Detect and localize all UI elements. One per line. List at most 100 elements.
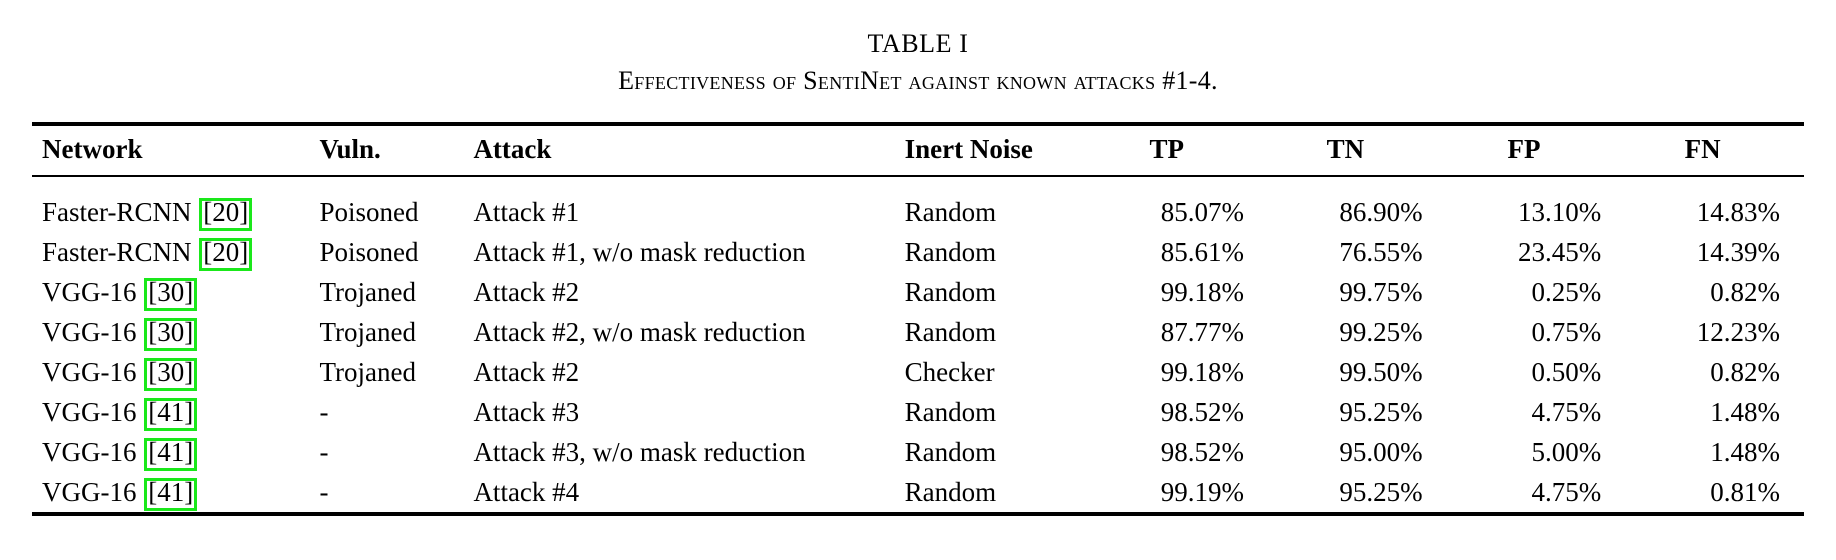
cell-vuln: Poisoned [319,197,419,228]
table-row: VGG-16 [41]-Attack #3, w/o mask reductio… [32,432,1804,472]
cell-tn: 99.50% [1339,357,1423,388]
citation-reference[interactable]: [41] [148,437,194,468]
table-caption: TABLE I Effectiveness of SentiNet agains… [0,0,1836,98]
cell-vuln: Trojaned [319,317,416,348]
cell-tn: 95.25% [1339,397,1423,428]
cell-network: VGG-16 [30] [32,352,319,392]
column-header-attack: Attack [473,124,905,178]
cell-network: VGG-16 [30] [32,312,319,352]
cell-attack: Attack #1, w/o mask reduction [473,237,806,268]
cell-vuln: Trojaned [319,277,416,308]
column-header-vuln: Vuln. [319,124,474,178]
table-header-row: Network Vuln. Attack Inert Noise TP TN F… [32,124,1804,178]
column-header-tp: TP [1089,124,1269,178]
cell-vuln: - [319,437,329,468]
citation-reference[interactable]: [30] [148,357,194,388]
cell-attack: Attack #1 [473,197,580,228]
cell-fn: 0.81% [1625,472,1804,517]
citation-reference[interactable]: [20] [203,197,249,228]
cell-tp: 85.07% [1160,197,1245,228]
cell-inert-noise: Random [904,437,997,468]
network-name: Faster-RCNN [42,237,192,268]
network-name: VGG-16 [42,437,137,468]
cell-network: VGG-16 [30] [32,272,319,312]
cell-fp: 5.00% [1531,437,1602,468]
cell-tn: 86.90% [1339,197,1423,228]
cell-fp: 4.75% [1531,397,1602,428]
cell-tn: 76.55% [1339,237,1423,268]
cell-fp: 0.75% [1531,317,1602,348]
cell-tn: 95.00% [1339,437,1423,468]
cell-vuln: Trojaned [319,357,416,388]
cell-fn: 1.48% [1710,397,1780,428]
cell-fn: 12.23% [1696,317,1780,348]
citation-reference[interactable]: [30] [148,317,194,348]
cell-vuln: - [319,472,474,517]
cell-network: Faster-RCNN [20] [32,192,319,232]
cell-fn: 14.39% [1696,237,1780,268]
network-name: Faster-RCNN [42,197,192,228]
cell-attack: Attack #3, w/o mask reduction [473,437,806,468]
cell-attack: Attack #2, w/o mask reduction [473,317,806,348]
cell-fp: 0.50% [1531,357,1602,388]
cell-attack: Attack #4 [473,472,905,517]
cell-attack: Attack #2 [473,277,580,308]
cell-fp: 4.75% [1446,472,1626,517]
cell-tn: 99.75% [1339,277,1423,308]
citation-highlight-box[interactable]: [41] [144,397,198,432]
cell-network: VGG-16 [41] [32,432,319,472]
cell-network: VGG-16 [41] [32,472,320,517]
cell-fp: 13.10% [1518,197,1602,228]
table-spacer-cell [32,176,1804,192]
network-name: VGG-16 [42,477,137,508]
cell-fn: 1.48% [1710,437,1780,468]
cell-tp: 99.18% [1160,277,1245,308]
cell-tp: 98.52% [1160,437,1245,468]
table-container: Network Vuln. Attack Inert Noise TP TN F… [0,122,1836,517]
cell-fn: 14.83% [1696,197,1780,228]
column-header-network: Network [32,124,320,178]
citation-reference[interactable]: [20] [203,237,249,268]
table-head: Network Vuln. Attack Inert Noise TP TN F… [32,124,1804,178]
cell-tn: 99.25% [1339,317,1423,348]
cell-network: VGG-16 [41] [32,392,319,432]
cell-tp: 87.77% [1160,317,1245,348]
citation-reference[interactable]: [41] [148,477,194,508]
citation-highlight-box[interactable]: [41] [144,437,198,472]
cell-inert-noise: Random [904,472,1090,517]
citation-highlight-box[interactable]: [30] [144,357,198,392]
citation-highlight-box[interactable]: [20] [199,197,253,232]
citation-highlight-box[interactable]: [30] [144,277,198,312]
cell-inert-noise: Random [904,237,997,268]
column-header-inert-noise: Inert Noise [904,124,1090,178]
citation-reference[interactable]: [30] [148,277,194,308]
network-name: VGG-16 [42,397,137,428]
column-header-tn: TN [1268,124,1447,178]
citation-reference[interactable]: [41] [148,397,194,428]
cell-vuln: Poisoned [319,237,419,268]
cell-attack: Attack #3 [473,397,580,428]
cell-tp: 85.61% [1160,237,1245,268]
cell-tn: 95.25% [1268,472,1447,517]
citation-highlight-box[interactable]: [20] [199,237,253,272]
cell-inert-noise: Random [904,397,997,428]
network-name: VGG-16 [42,317,137,348]
results-table: Network Vuln. Attack Inert Noise TP TN F… [32,122,1804,517]
cell-inert-noise: Random [904,277,997,308]
cell-tp: 99.18% [1160,357,1245,388]
citation-highlight-box[interactable]: [41] [144,477,198,512]
cell-fn: 0.82% [1710,277,1780,308]
cell-network: Faster-RCNN [20] [32,232,319,272]
table-number-label: TABLE I [867,29,969,58]
network-name: VGG-16 [42,277,137,308]
column-header-fn: FN [1625,124,1804,178]
citation-highlight-box[interactable]: [30] [144,317,198,352]
table-title-label: Effectiveness of SentiNet against known … [618,66,1218,96]
